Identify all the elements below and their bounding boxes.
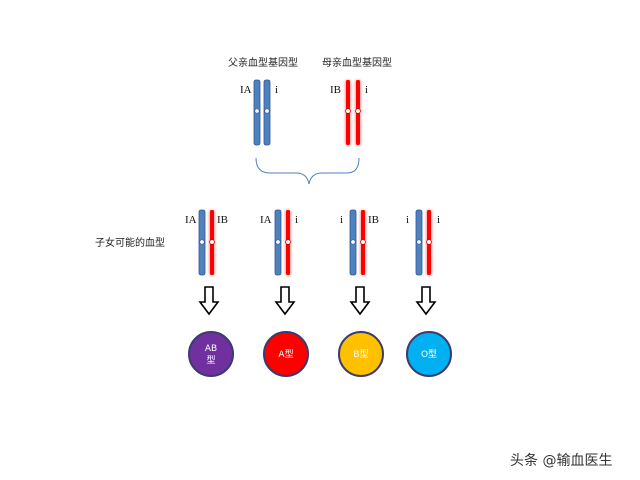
centromere-icon — [275, 239, 281, 245]
blood-type-a-label: A型 — [278, 349, 293, 360]
centromere-icon — [264, 108, 270, 114]
offspring-2-allele-left: IA — [260, 214, 272, 226]
father-genotype-label: 父亲血型基因型 — [228, 56, 298, 69]
offspring-1-allele-left: IA — [185, 214, 197, 226]
offspring-4-allele-right: i — [437, 214, 440, 226]
offspring-pair-4: i i — [406, 209, 440, 276]
blood-type-ab-line2: 型 — [206, 355, 215, 366]
centromere-icon — [345, 108, 351, 114]
mother-allele-left: IB — [330, 84, 341, 96]
father-chromosome-pair: IA i — [240, 79, 278, 146]
blood-type-ab-circle — [188, 331, 234, 377]
centromere-icon — [350, 239, 356, 245]
mother-genotype-label: 母亲血型基因型 — [322, 56, 392, 69]
down-arrow-icon — [198, 286, 220, 316]
blood-type-b: B型 — [338, 331, 384, 377]
mother-chromosome-pair: IB i — [330, 80, 368, 145]
blood-type-o-label: O型 — [421, 349, 437, 360]
centromere-icon — [285, 239, 291, 245]
offspring-3-allele-right: IB — [368, 214, 379, 226]
father-allele-left: IA — [240, 84, 252, 96]
mother-allele-right: i — [365, 84, 368, 96]
blood-type-ab: AB 型 — [188, 331, 234, 377]
down-arrow-icon — [415, 286, 437, 316]
offspring-4-allele-left: i — [406, 214, 409, 226]
offspring-label: 子女可能的血型 — [95, 236, 165, 249]
centromere-icon — [254, 108, 260, 114]
offspring-1-allele-right: IB — [217, 214, 228, 226]
offspring-pair-3: i IB — [340, 209, 379, 276]
centromere-icon — [209, 239, 215, 245]
centromere-icon — [426, 239, 432, 245]
offspring-pair-1: IA IB — [185, 209, 228, 276]
down-arrow-icon — [349, 286, 371, 316]
curly-brace-icon — [255, 157, 360, 185]
blood-type-o: O型 — [406, 331, 452, 377]
centromere-icon — [199, 239, 205, 245]
centromere-icon — [416, 239, 422, 245]
offspring-3-allele-left: i — [340, 214, 343, 226]
blood-type-b-circle — [338, 331, 384, 377]
offspring-2-allele-right: i — [295, 214, 298, 226]
blood-type-b-label: B型 — [353, 349, 368, 360]
blood-type-a-circle — [263, 331, 309, 377]
watermark: 头条 @输血医生 — [510, 452, 612, 469]
blood-type-a: A型 — [263, 331, 309, 377]
centromere-icon — [355, 108, 361, 114]
blood-type-o-circle — [406, 331, 452, 377]
centromere-icon — [360, 239, 366, 245]
offspring-pair-2: IA i — [260, 209, 298, 276]
blood-type-ab-line1: AB — [205, 344, 217, 354]
down-arrow-icon — [274, 286, 296, 316]
father-allele-right: i — [275, 84, 278, 96]
